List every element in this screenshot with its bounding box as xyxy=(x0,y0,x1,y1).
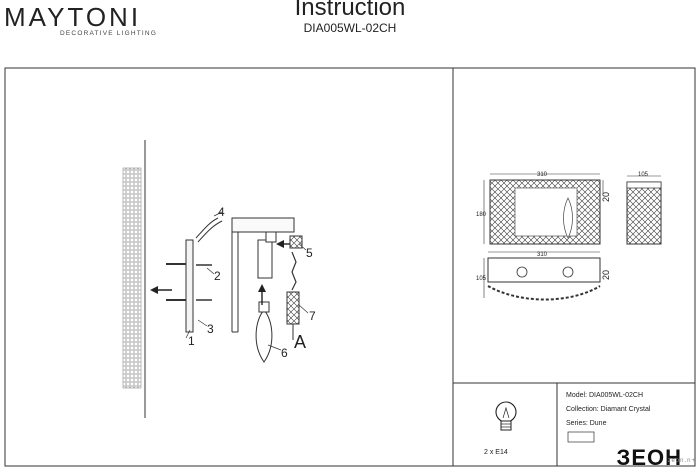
watermark: ЗЕОН xyxy=(616,445,682,470)
dim-depth-bottom: 105 xyxy=(476,276,487,282)
leader-4 xyxy=(213,211,223,217)
leader-1 xyxy=(185,329,191,339)
top-view-holder-left xyxy=(516,266,528,278)
holder-cap xyxy=(265,231,277,243)
dim-width: 310 xyxy=(537,172,548,178)
spec-series: Series: Dune xyxy=(566,420,607,427)
side-view xyxy=(626,181,662,245)
leader-3 xyxy=(197,319,208,327)
leader-5 xyxy=(298,243,307,251)
brand-tagline: DECORATIVE LIGHTING xyxy=(60,30,158,37)
lightbulb-icon xyxy=(495,401,517,431)
wire-2 xyxy=(197,220,223,243)
model-code: DIA005WL-02CH xyxy=(303,21,397,35)
arrow-left-head xyxy=(276,240,284,248)
candle-bulb xyxy=(255,309,273,363)
spec-model: Model: DIA005WL-02CH xyxy=(566,392,643,399)
callout-a: A xyxy=(294,332,306,352)
page-title: Instruction xyxy=(294,0,406,21)
dim-depth: 105 xyxy=(638,172,649,178)
arrow-up-head xyxy=(258,284,266,292)
spec-box xyxy=(567,431,595,443)
dim-width-bottom: 310 xyxy=(537,252,548,258)
lamp-top-housing xyxy=(231,217,295,233)
callout-1: 1 xyxy=(188,334,195,348)
bulb-spec: 2 x E14 xyxy=(484,449,508,456)
spec-collection: Collection: Diamant Crystal xyxy=(566,406,651,413)
top-view-crystals xyxy=(487,285,601,301)
dim-small: 20 xyxy=(601,192,611,202)
brand-logo: MAYTONI xyxy=(4,2,142,32)
side-view-top xyxy=(626,181,662,189)
callout-4: 4 xyxy=(218,205,225,219)
leader-7 xyxy=(298,304,309,314)
callout-2: 2 xyxy=(214,269,221,283)
top-view xyxy=(487,257,601,283)
callout-5: 5 xyxy=(306,246,313,260)
wire-1 xyxy=(195,217,219,239)
crystal-top xyxy=(289,235,303,249)
front-view-bulb xyxy=(563,197,573,239)
outer-frame xyxy=(4,67,696,467)
callout-3: 3 xyxy=(207,322,214,336)
top-view-holder-right xyxy=(562,266,574,278)
bulb-base xyxy=(258,301,270,313)
arrow-to-wall-head xyxy=(150,286,158,294)
dim-height: 180 xyxy=(476,212,487,218)
callout-6: 6 xyxy=(281,346,288,360)
mounting-plate xyxy=(185,239,194,333)
dim-small-bottom: 20 xyxy=(601,270,611,280)
callout-7: 7 xyxy=(309,309,316,323)
leader-2 xyxy=(206,267,215,275)
crystal-curtain xyxy=(122,167,142,389)
watermark-sub: zeon.n+ xyxy=(667,458,696,464)
crystal-hanging xyxy=(286,291,300,325)
leader-6 xyxy=(267,344,282,351)
crystal-strand xyxy=(291,251,297,291)
lamp-holder xyxy=(257,239,273,279)
